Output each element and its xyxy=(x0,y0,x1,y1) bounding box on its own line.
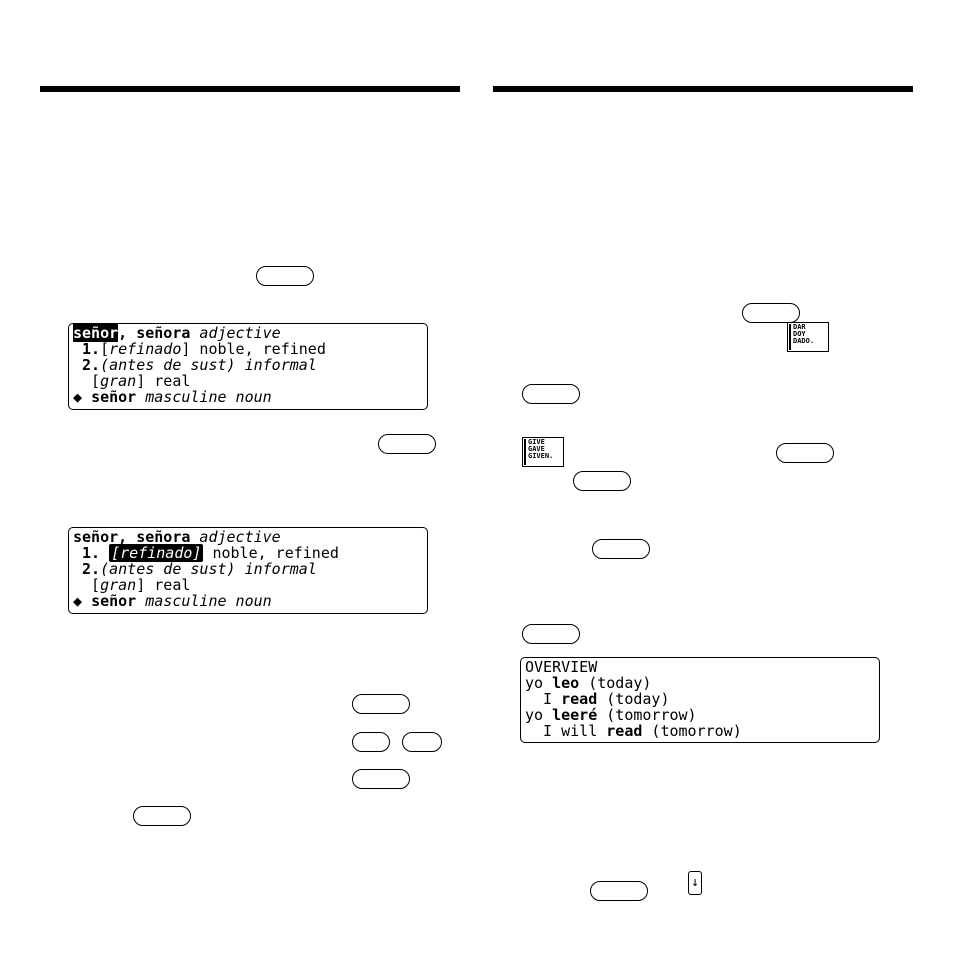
left-section-rule xyxy=(40,86,460,92)
key-button[interactable] xyxy=(133,806,191,826)
screen-text: (tomorrow) xyxy=(642,722,742,740)
screen-line: 2.(antes de sust) informal xyxy=(73,357,423,373)
device-screen-entry-highlighted: señor, señora adjective 1. [refinado] no… xyxy=(68,527,428,614)
screen-text: OVERVIEW xyxy=(525,658,598,676)
screen-text: adjective xyxy=(190,324,281,342)
screen-text: yo xyxy=(525,706,553,724)
screen-text: leo xyxy=(552,674,580,692)
screen-line: ◆ señor masculine noun xyxy=(73,389,423,405)
screen-line: señor, señora adjective xyxy=(73,529,423,545)
screen-text: señora xyxy=(136,324,191,342)
screen-text: refinado xyxy=(109,340,182,358)
verb-conjugation-english-icon: GIVE GAVE GIVEN. xyxy=(522,437,564,467)
screen-line: ◆ señor masculine noun xyxy=(73,593,423,609)
key-button[interactable] xyxy=(352,769,410,789)
screen-text: ] real xyxy=(136,372,191,390)
key-button[interactable] xyxy=(776,443,834,463)
screen-text: ◆ xyxy=(73,592,92,610)
screen-text: [ xyxy=(100,340,110,358)
key-button[interactable] xyxy=(352,694,410,714)
screen-text: señor, señora xyxy=(73,528,191,546)
screen-text: (today) xyxy=(597,690,670,708)
key-button[interactable] xyxy=(592,539,650,559)
screen-text: masculine noun xyxy=(136,592,272,610)
device-screen-entry: señor, señora adjective 1.[refinado] nob… xyxy=(68,323,428,410)
screen-text: (antes de sust) informal xyxy=(100,356,317,374)
screen-text: señor xyxy=(91,592,137,610)
key-button[interactable] xyxy=(573,471,631,491)
screen-line: yo leeré (tomorrow) xyxy=(525,707,875,723)
key-button[interactable] xyxy=(522,384,580,404)
screen-line: OVERVIEW xyxy=(525,659,875,675)
key-button[interactable] xyxy=(402,732,442,752)
screen-text: read xyxy=(606,722,643,740)
screen-text: , xyxy=(118,324,137,342)
screen-text: noble, refined xyxy=(203,544,339,562)
screen-text: masculine noun xyxy=(136,388,272,406)
screen-text: [ xyxy=(73,372,101,390)
screen-text: (today) xyxy=(579,674,652,692)
screen-text: 2. xyxy=(73,560,101,578)
key-button[interactable] xyxy=(522,624,580,644)
key-button[interactable] xyxy=(352,732,390,752)
key-button[interactable] xyxy=(742,303,800,323)
screen-line: 2.(antes de sust) informal xyxy=(73,561,423,577)
screen-text: ] noble, refined xyxy=(181,340,326,358)
down-arrow-key-icon[interactable]: ↓ xyxy=(688,871,702,895)
screen-text: gran xyxy=(100,576,137,594)
key-button[interactable] xyxy=(256,266,314,286)
screen-text: I will xyxy=(525,722,607,740)
screen-text: [ xyxy=(73,576,101,594)
screen-text: señor xyxy=(73,324,119,342)
screen-text: 1. xyxy=(73,340,101,358)
screen-line: [gran] real xyxy=(73,577,423,593)
screen-text: ] real xyxy=(136,576,191,594)
screen-text: read xyxy=(561,690,598,708)
screen-text: ◆ xyxy=(73,388,92,406)
screen-text: yo xyxy=(525,674,553,692)
screen-line: 1.[refinado] noble, refined xyxy=(73,341,423,357)
key-button[interactable] xyxy=(590,881,648,901)
right-section-rule xyxy=(493,86,913,92)
screen-text: leeré xyxy=(552,706,598,724)
screen-text: (antes de sust) informal xyxy=(100,560,317,578)
screen-line: 1. [refinado] noble, refined xyxy=(73,544,423,562)
screen-text: (tomorrow) xyxy=(597,706,697,724)
verb-conjugation-spanish-icon: DAR DOY DADO. xyxy=(787,322,829,352)
screen-line: I read (today) xyxy=(525,691,875,707)
screen-text: 2. xyxy=(73,356,101,374)
screen-line: señor, señora adjective xyxy=(73,324,423,342)
screen-text: I xyxy=(525,690,562,708)
screen-text: señor xyxy=(91,388,137,406)
screen-text: gran xyxy=(100,372,137,390)
key-button[interactable] xyxy=(378,434,436,454)
screen-text: 1. xyxy=(73,544,101,562)
screen-line: yo leo (today) xyxy=(525,675,875,691)
screen-text: [refinado] xyxy=(109,544,204,562)
screen-line: [gran] real xyxy=(73,373,423,389)
screen-line: I will read (tomorrow) xyxy=(525,723,875,739)
screen-text: adjective xyxy=(190,528,281,546)
